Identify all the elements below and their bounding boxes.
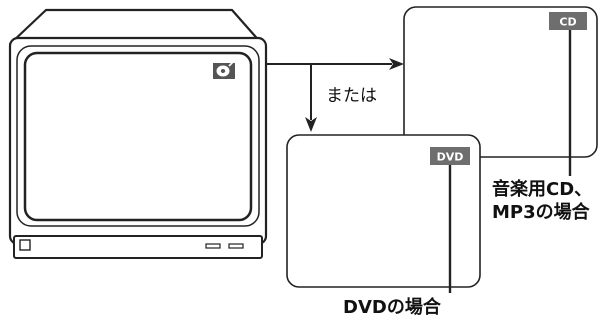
callouts: 音楽用CD、 MP3の場合 DVDの場合 <box>343 30 592 318</box>
tv-screen <box>23 51 253 222</box>
arrow-head-icon <box>389 58 404 70</box>
dvd-case-label: DVDの場合 <box>343 296 442 318</box>
tv-base <box>13 235 263 259</box>
arrow-head-icon <box>305 117 317 132</box>
cd-badge <box>549 12 587 30</box>
dvd-screen-panel: DVD <box>286 134 481 288</box>
dvd-badge-label: DVD <box>437 151 464 164</box>
flow-arrows <box>266 58 404 132</box>
cd-badge-label: CD <box>559 16 576 29</box>
music-cd-label-line1: 音楽用CD、 <box>492 178 592 200</box>
dvd-badge <box>430 147 470 165</box>
cd-screen <box>403 6 598 158</box>
dvd-screen <box>286 134 481 288</box>
control-slot-1 <box>205 243 221 249</box>
control-slot-2 <box>228 243 244 249</box>
disc-icon <box>213 61 235 79</box>
or-label: または <box>326 86 377 106</box>
power-button <box>19 239 31 251</box>
music-cd-label-line2: MP3の場合 <box>492 201 591 223</box>
cd-screen-panel: CD <box>403 6 598 158</box>
tv-monitor <box>8 8 268 259</box>
